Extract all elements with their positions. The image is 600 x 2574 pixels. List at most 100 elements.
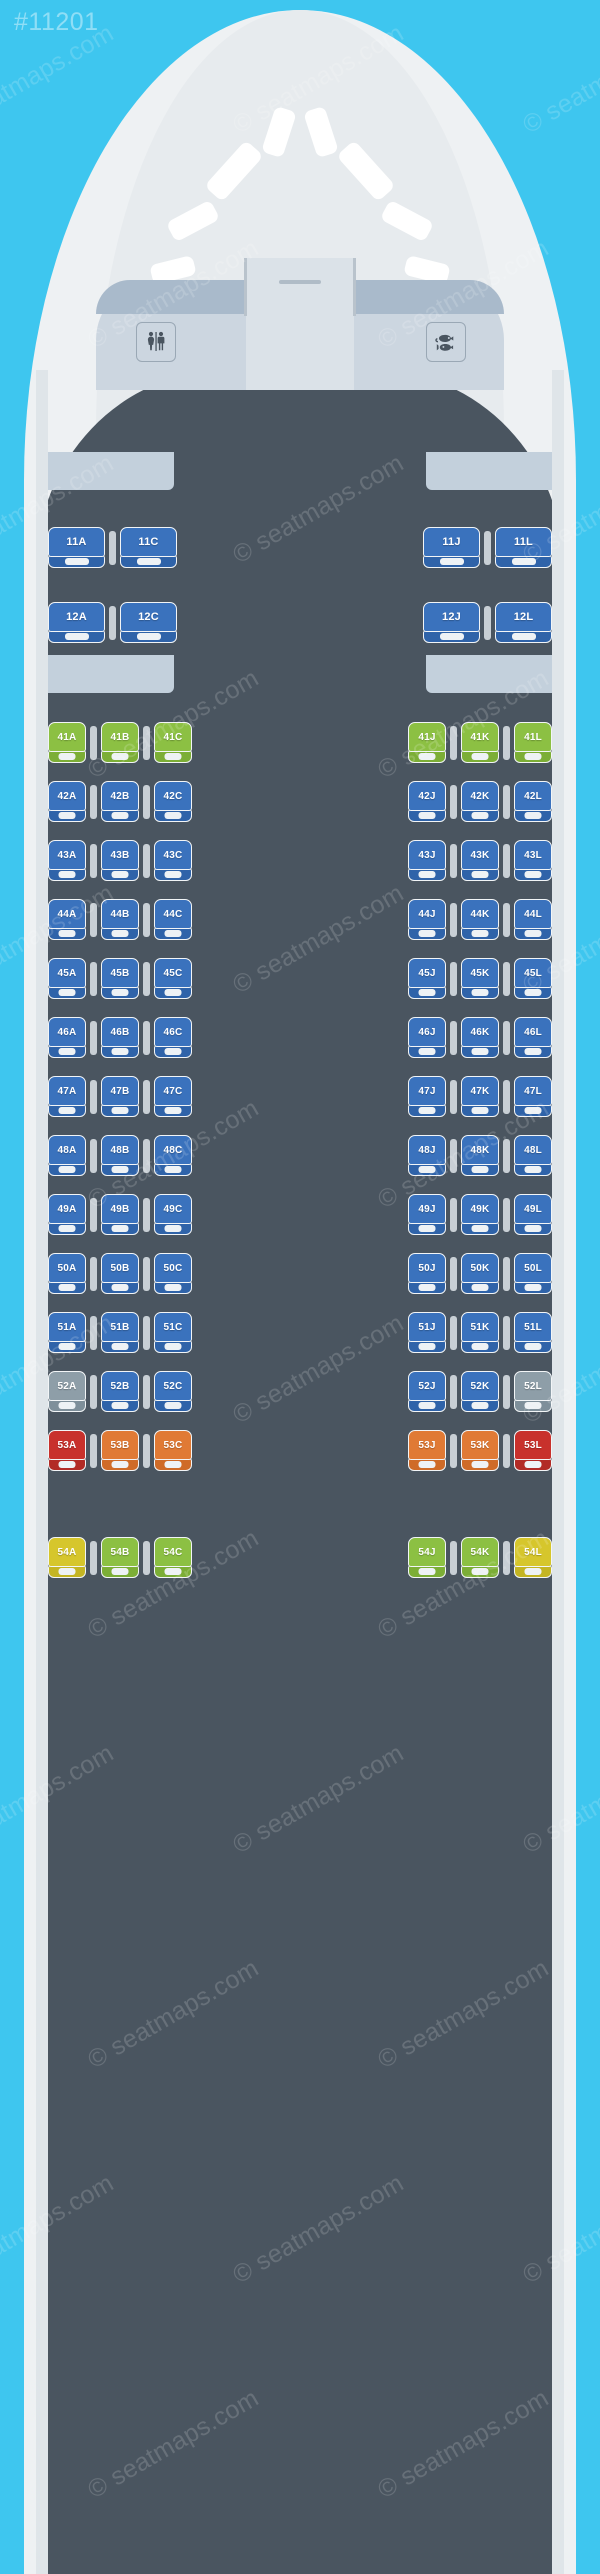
seat-45L[interactable]: 45L [514,958,552,1000]
seat-44L[interactable]: 44L [514,899,552,941]
seat-44K[interactable]: 44K [461,899,499,941]
seat-46K[interactable]: 46K [461,1017,499,1059]
seat-47C[interactable]: 47C [154,1076,192,1118]
seat-48A[interactable]: 48A [48,1135,86,1177]
seat-48L[interactable]: 48L [514,1135,552,1177]
seat-50K[interactable]: 50K [461,1253,499,1295]
seat-54A[interactable]: 54A [48,1537,86,1579]
seat-54J[interactable]: 54J [408,1537,446,1579]
seat-45C[interactable]: 45C [154,958,192,1000]
galley-facility[interactable] [426,322,466,362]
lavatory-facility[interactable] [136,322,176,362]
seat-label: 54C [154,1537,192,1567]
seat-43K[interactable]: 43K [461,840,499,882]
seat-41L[interactable]: 41L [514,722,552,764]
seat-53L[interactable]: 53L [514,1430,552,1472]
seat-46B[interactable]: 46B [101,1017,139,1059]
seat-52C[interactable]: 52C [154,1371,192,1413]
seat-52B[interactable]: 52B [101,1371,139,1413]
seat-43B[interactable]: 43B [101,840,139,882]
seat-48J[interactable]: 48J [408,1135,446,1177]
seat-42C[interactable]: 42C [154,781,192,823]
seat-43C[interactable]: 43C [154,840,192,882]
seat-47A[interactable]: 47A [48,1076,86,1118]
seat-41C[interactable]: 41C [154,722,192,764]
seat-44C[interactable]: 44C [154,899,192,941]
seat-51L[interactable]: 51L [514,1312,552,1354]
seat-52A[interactable]: 52A [48,1371,86,1413]
seat-42L[interactable]: 42L [514,781,552,823]
seat-42K[interactable]: 42K [461,781,499,823]
seat-53K[interactable]: 53K [461,1430,499,1472]
seat-49K[interactable]: 49K [461,1194,499,1236]
seat-43L[interactable]: 43L [514,840,552,882]
seat-49B[interactable]: 49B [101,1194,139,1236]
seat-48B[interactable]: 48B [101,1135,139,1177]
seat-45A[interactable]: 45A [48,958,86,1000]
seat-50C[interactable]: 50C [154,1253,192,1295]
seat-50B[interactable]: 50B [101,1253,139,1295]
seat-12A[interactable]: 12A [48,602,105,644]
seat-51B[interactable]: 51B [101,1312,139,1354]
seat-11J[interactable]: 11J [423,527,480,569]
seat-41A[interactable]: 41A [48,722,86,764]
seat-47J[interactable]: 47J [408,1076,446,1118]
seat-45K[interactable]: 45K [461,958,499,1000]
seat-cushion [524,989,542,996]
seat-46L[interactable]: 46L [514,1017,552,1059]
seat-51C[interactable]: 51C [154,1312,192,1354]
seat-44J[interactable]: 44J [408,899,446,941]
seat-47L[interactable]: 47L [514,1076,552,1118]
seat-50A[interactable]: 50A [48,1253,86,1295]
seat-50J[interactable]: 50J [408,1253,446,1295]
seat-46C[interactable]: 46C [154,1017,192,1059]
seat-48K[interactable]: 48K [461,1135,499,1177]
seat-42B[interactable]: 42B [101,781,139,823]
seat-46J[interactable]: 46J [408,1017,446,1059]
seat-51K[interactable]: 51K [461,1312,499,1354]
seat-49L[interactable]: 49L [514,1194,552,1236]
seat-52K[interactable]: 52K [461,1371,499,1413]
seat-48C[interactable]: 48C [154,1135,192,1177]
seat-45B[interactable]: 45B [101,958,139,1000]
seat-54C[interactable]: 54C [154,1537,192,1579]
seat-50L[interactable]: 50L [514,1253,552,1295]
seat-47K[interactable]: 47K [461,1076,499,1118]
seat-label: 49B [101,1194,139,1224]
seat-46A[interactable]: 46A [48,1017,86,1059]
seat-43A[interactable]: 43A [48,840,86,882]
seat-41K[interactable]: 41K [461,722,499,764]
seat-42A[interactable]: 42A [48,781,86,823]
seat-43J[interactable]: 43J [408,840,446,882]
seat-45J[interactable]: 45J [408,958,446,1000]
seat-41B[interactable]: 41B [101,722,139,764]
seat-53C[interactable]: 53C [154,1430,192,1472]
seat-11A[interactable]: 11A [48,527,105,569]
seat-51J[interactable]: 51J [408,1312,446,1354]
seat-42J[interactable]: 42J [408,781,446,823]
seat-51A[interactable]: 51A [48,1312,86,1354]
seat-44A[interactable]: 44A [48,899,86,941]
seat-cushion [439,633,464,640]
seat-53J[interactable]: 53J [408,1430,446,1472]
seat-label: 51B [101,1312,139,1342]
seat-12C[interactable]: 12C [120,602,177,644]
seat-11L[interactable]: 11L [495,527,552,569]
seat-53B[interactable]: 53B [101,1430,139,1472]
seat-54B[interactable]: 54B [101,1537,139,1579]
seat-52J[interactable]: 52J [408,1371,446,1413]
seat-49J[interactable]: 49J [408,1194,446,1236]
seat-53A[interactable]: 53A [48,1430,86,1472]
seat-47B[interactable]: 47B [101,1076,139,1118]
seat-52L[interactable]: 52L [514,1371,552,1413]
seat-49C[interactable]: 49C [154,1194,192,1236]
seat-49A[interactable]: 49A [48,1194,86,1236]
seat-41J[interactable]: 41J [408,722,446,764]
seat-label: 43B [101,840,139,870]
seat-44B[interactable]: 44B [101,899,139,941]
seat-11C[interactable]: 11C [120,527,177,569]
seat-54K[interactable]: 54K [461,1537,499,1579]
seat-54L[interactable]: 54L [514,1537,552,1579]
seat-12J[interactable]: 12J [423,602,480,644]
seat-12L[interactable]: 12L [495,602,552,644]
